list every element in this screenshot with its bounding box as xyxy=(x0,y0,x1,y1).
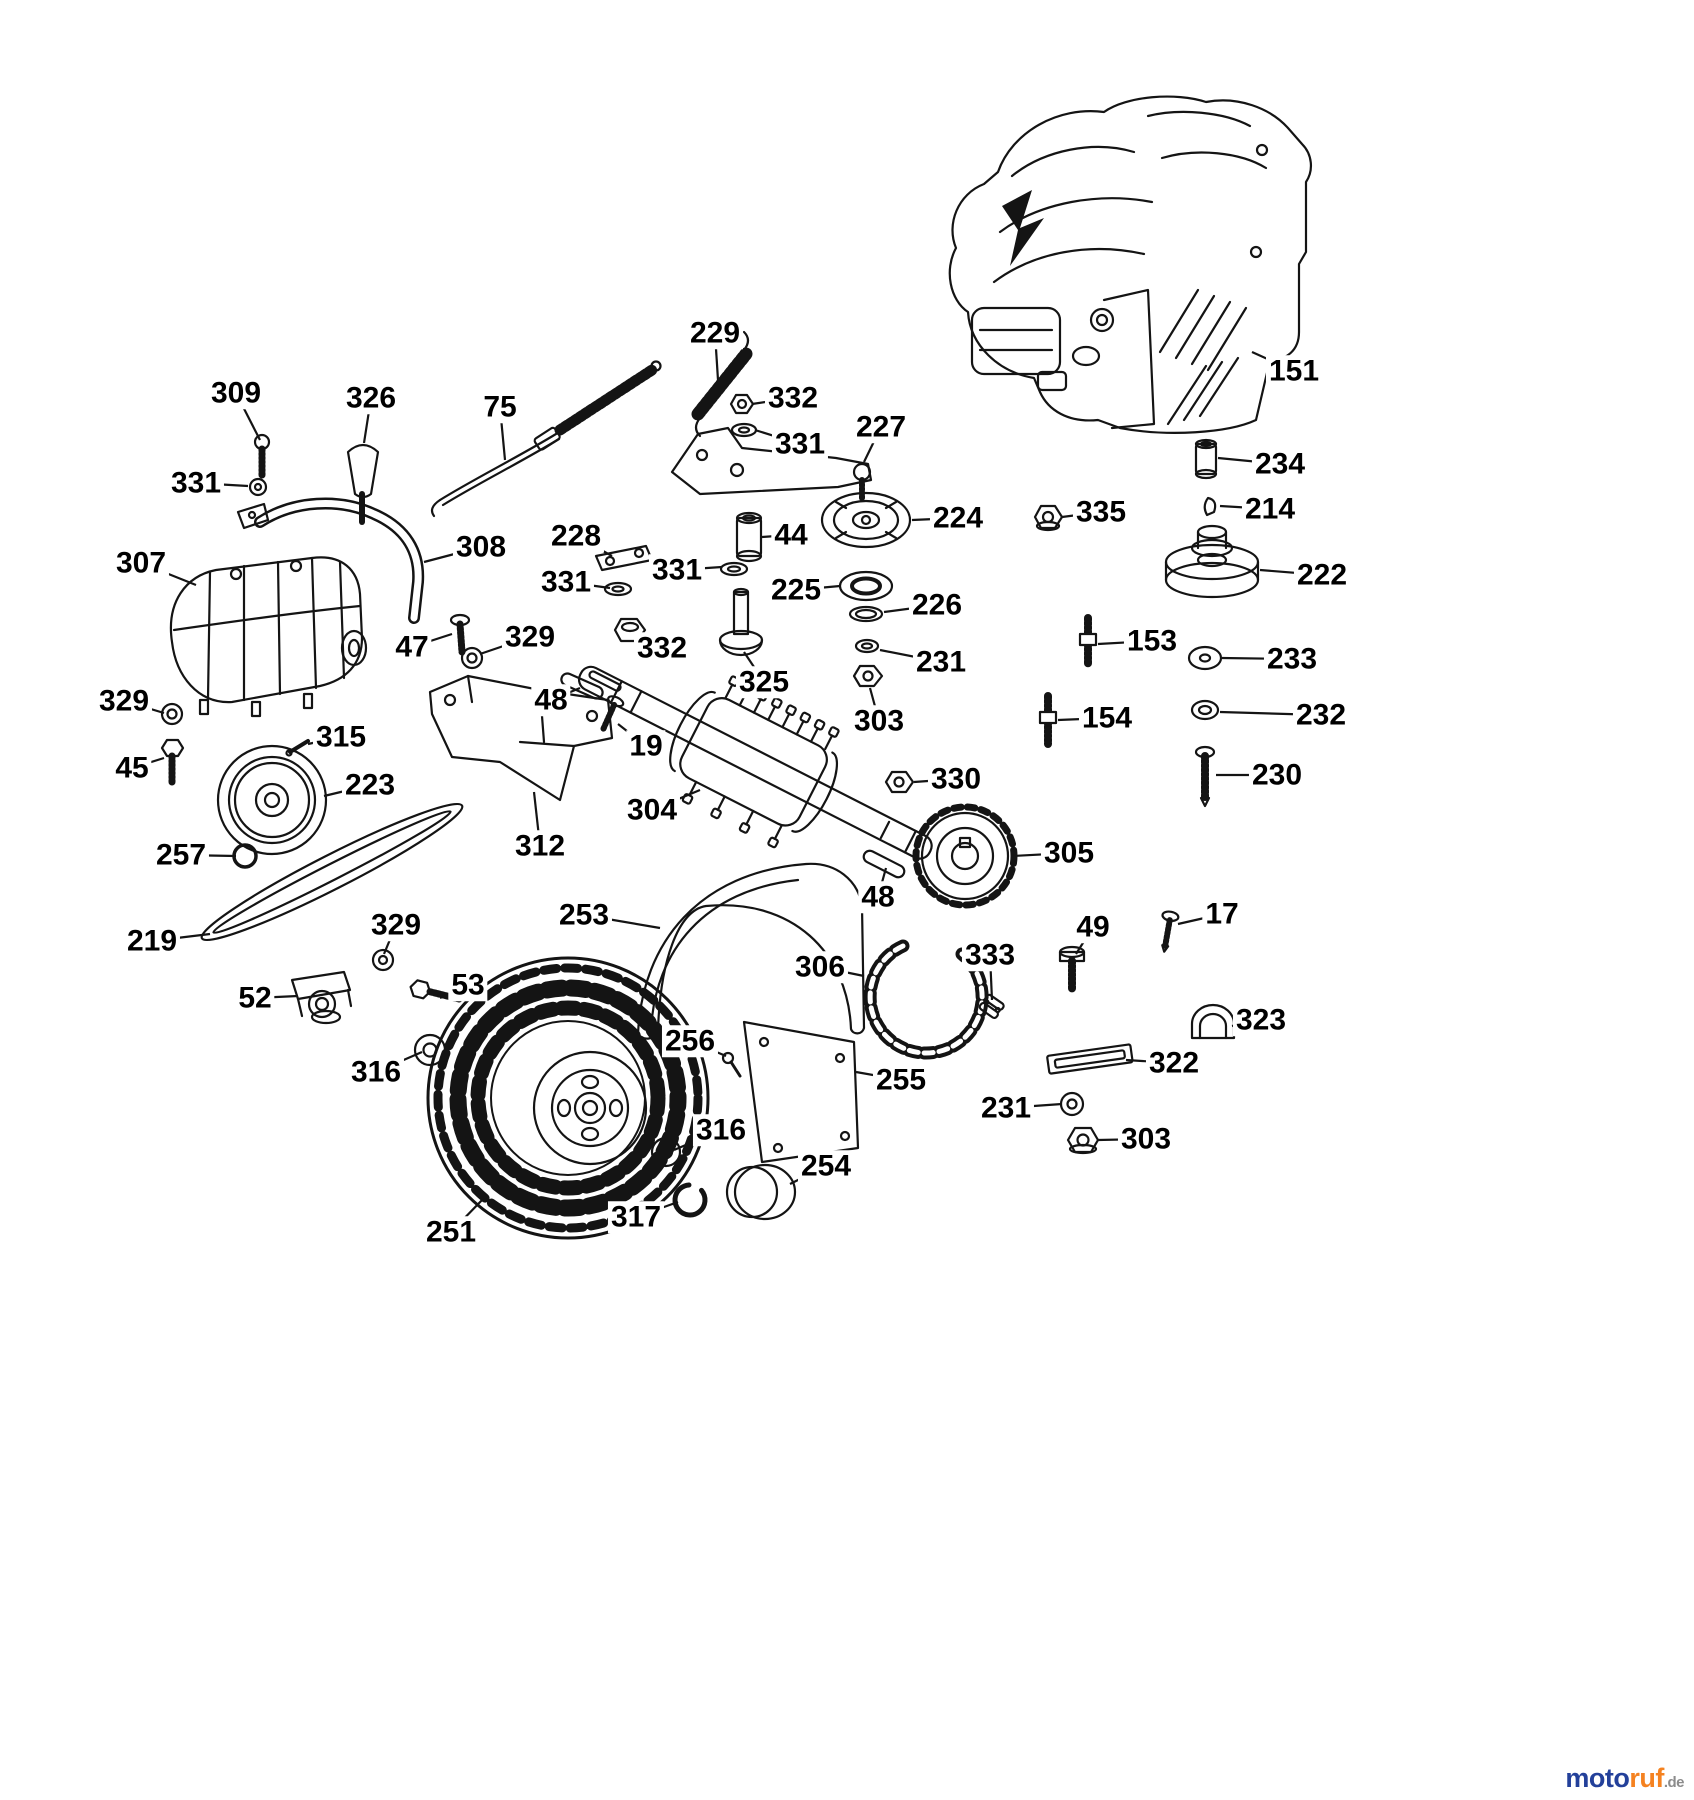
part-label-226-21: 226 xyxy=(908,589,966,621)
part-label-219-46: 219 xyxy=(123,925,181,957)
part-label-329-32: 329 xyxy=(95,685,153,717)
part-label-44-15: 44 xyxy=(771,519,811,551)
part-label-329-23: 329 xyxy=(501,621,559,653)
part-label-153-25: 153 xyxy=(1123,625,1181,657)
part-label-233-26: 233 xyxy=(1263,643,1321,675)
part-label-315-35: 315 xyxy=(312,721,370,753)
part-label-17-49: 17 xyxy=(1202,898,1242,930)
part-label-306-50: 306 xyxy=(791,951,849,983)
watermark: motoruf.de xyxy=(1565,1765,1684,1792)
part-label-254-62: 254 xyxy=(797,1150,855,1182)
part-label-331-19: 331 xyxy=(648,554,706,586)
part-label-48-29: 48 xyxy=(531,684,571,716)
part-label-223-39: 223 xyxy=(341,769,399,801)
part-label-251-64: 251 xyxy=(422,1216,480,1248)
watermark-domain: .de xyxy=(1663,1774,1685,1791)
part-label-303-34: 303 xyxy=(850,705,908,737)
part-label-231-59: 231 xyxy=(977,1092,1035,1124)
part-label-307-17: 307 xyxy=(112,547,170,579)
part-label-224-11: 224 xyxy=(929,502,987,534)
part-label-316-57: 316 xyxy=(347,1056,405,1088)
part-label-75-3: 75 xyxy=(480,391,520,423)
wheel-drawing xyxy=(413,956,710,1240)
pulley-224-stack-drawing xyxy=(820,491,912,688)
part-label-53-52: 53 xyxy=(448,969,488,1001)
part-label-256-56: 256 xyxy=(661,1025,719,1057)
part-label-322-55: 322 xyxy=(1145,1047,1203,1079)
part-label-214-10: 214 xyxy=(1241,493,1299,525)
part-label-19-33: 19 xyxy=(626,730,666,762)
belt-drawing xyxy=(200,802,464,942)
part-label-257-42: 257 xyxy=(152,839,210,871)
part-label-255-58: 255 xyxy=(872,1064,930,1096)
chain-drawing xyxy=(863,939,1005,1060)
part-label-325-28: 325 xyxy=(735,666,793,698)
part-label-332-4: 332 xyxy=(764,382,822,414)
part-label-323-54: 323 xyxy=(1232,1004,1290,1036)
part-label-303-60: 303 xyxy=(1117,1123,1175,1155)
part-label-331-18: 331 xyxy=(537,566,595,598)
watermark-brand-orange: ruf xyxy=(1629,1763,1664,1793)
part-label-331-5: 331 xyxy=(771,428,829,460)
part-label-253-45: 253 xyxy=(555,899,613,931)
part-label-316-61: 316 xyxy=(692,1114,750,1146)
part-label-52-53: 52 xyxy=(235,982,275,1014)
part-label-231-27: 231 xyxy=(912,646,970,678)
watermark-brand-blue: moto xyxy=(1565,1763,1630,1793)
part-label-312-41: 312 xyxy=(511,830,569,862)
clamp-hardware-drawing xyxy=(1046,910,1236,1155)
engine-drawing xyxy=(948,95,1312,434)
part-label-230-38: 230 xyxy=(1248,759,1306,791)
part-label-308-13: 308 xyxy=(452,531,510,563)
part-label-331-8: 331 xyxy=(167,467,225,499)
right-hardware-drawing xyxy=(1033,438,1260,808)
pulley-223-drawing xyxy=(216,744,328,869)
part-label-48-44: 48 xyxy=(858,881,898,913)
part-label-305-43: 305 xyxy=(1040,837,1098,869)
part-label-229-0: 229 xyxy=(686,317,744,349)
part-label-330-37: 330 xyxy=(927,763,985,795)
shaft-assembly-drawing xyxy=(577,665,933,879)
part-label-222-16: 222 xyxy=(1293,559,1351,591)
part-label-47-22: 47 xyxy=(392,631,432,663)
part-label-228-14: 228 xyxy=(547,520,605,552)
part-label-234-9: 234 xyxy=(1251,448,1309,480)
part-label-225-20: 225 xyxy=(767,574,825,606)
cap-retainer-drawing xyxy=(650,1136,797,1221)
part-label-309-1: 309 xyxy=(207,377,265,409)
part-label-304-40: 304 xyxy=(623,794,681,826)
cable-drawing xyxy=(430,360,662,518)
part-label-232-31: 232 xyxy=(1292,699,1350,731)
part-label-326-2: 326 xyxy=(342,382,400,414)
part-label-332-24: 332 xyxy=(633,632,691,664)
part-label-49-48: 49 xyxy=(1073,911,1113,943)
plate-255-drawing xyxy=(721,1020,860,1164)
handle-drawing xyxy=(236,433,425,624)
part-label-227-6: 227 xyxy=(852,411,910,443)
part-label-151-7: 151 xyxy=(1265,355,1323,387)
part-label-317-63: 317 xyxy=(607,1201,665,1233)
part-label-329-47: 329 xyxy=(367,909,425,941)
part-label-333-51: 333 xyxy=(961,939,1019,971)
part-label-335-12: 335 xyxy=(1072,496,1130,528)
gearbox-drawing xyxy=(169,556,368,718)
part-label-45-36: 45 xyxy=(112,752,152,784)
knob-326-drawing xyxy=(346,443,380,499)
center-hardware-drawing xyxy=(594,511,764,657)
part-label-154-30: 154 xyxy=(1078,702,1136,734)
